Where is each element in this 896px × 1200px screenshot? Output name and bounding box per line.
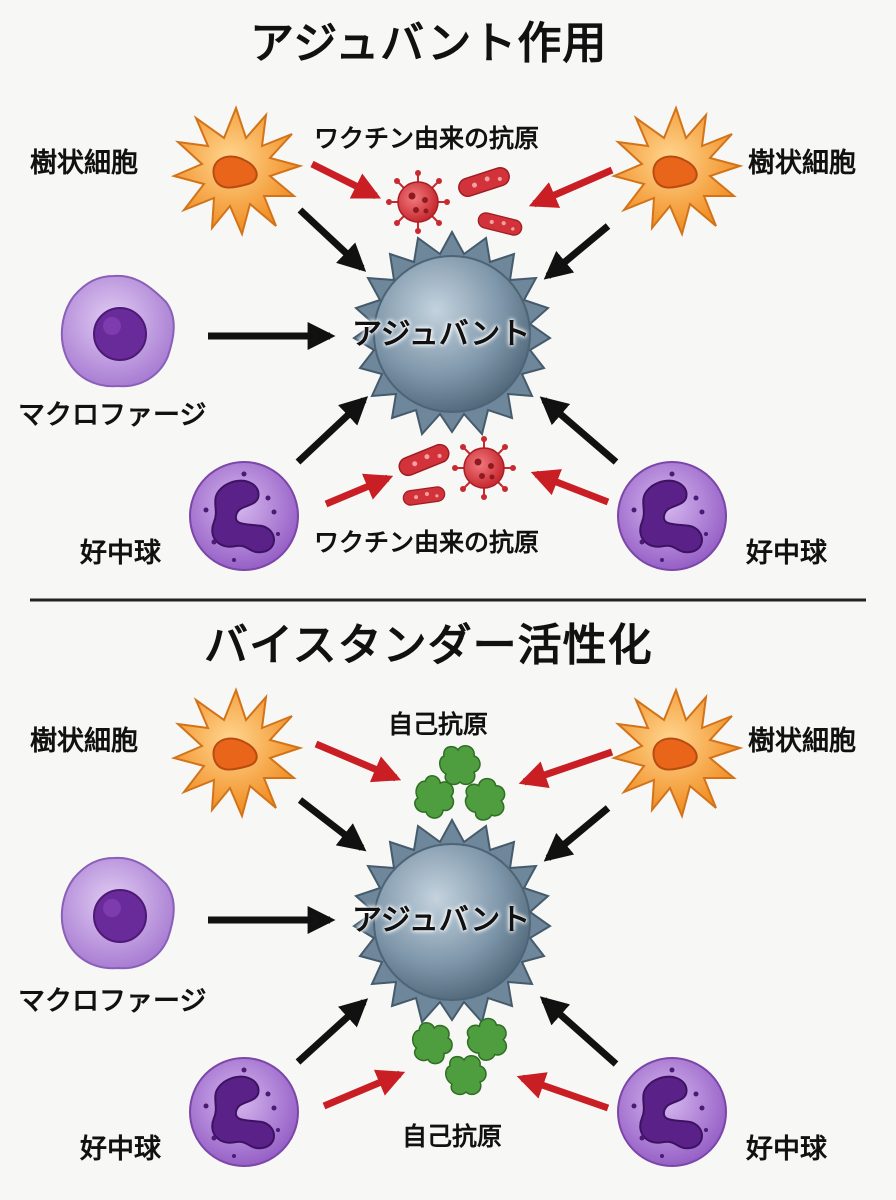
neutrophil-right [617,1057,727,1167]
label-neutrophil-left: 好中球 [80,538,161,569]
macrophage [60,856,175,970]
dendritic-cell-left [173,107,301,235]
label-adjuvant: アジュバント [352,317,531,352]
self-antigen [444,1054,487,1096]
label-dendritic-cell-right: 樹状細胞 [748,726,856,757]
label-macrophage: マクロファージ [18,986,207,1017]
arrow-red-neutrophil-right [530,469,610,506]
arrow-dc-left-to-adjuvant [297,207,367,272]
arrow-neutrophil-right-to-adjuvant [539,996,619,1067]
label-adjuvant: アジュバント [352,903,531,938]
arrow-dc-right-to-adjuvant [543,223,611,280]
section-title-adjuvant-effect: アジュバント作用 [250,18,608,69]
label-neutrophil-left: 好中球 [80,1134,161,1165]
top-section-graphics [60,107,741,571]
dendritic-cell-right [613,107,741,235]
arrow-red-neutrophil-left [324,473,394,508]
arrow-red-dc-right [518,748,614,789]
label-macrophage: マクロファージ [18,400,207,431]
neutrophil-right [617,461,727,571]
arrow-red-dc-left [314,740,402,783]
vaccine-antigen-rod [476,210,524,238]
vaccine-antigen-rod [395,441,453,479]
label-neutrophil-right: 好中球 [746,538,827,569]
arrow-red-dc-left [310,160,382,200]
label-self-antigen-bottom: 自己抗原 [402,1122,503,1151]
label-dendritic-cell-right: 樹状細胞 [748,148,856,179]
arrow-neutrophil-left-to-adjuvant [295,998,369,1065]
label-neutrophil-right: 好中球 [746,1134,827,1165]
arrow-red-dc-right [528,166,614,208]
vaccine-antigen-virus [385,169,451,235]
label-vaccine-antigen-top: ワクチン由来の抗原 [314,124,540,153]
neutrophil-left [189,461,299,571]
self-antigen [438,744,481,786]
label-vaccine-antigen-bottom: ワクチン由来の抗原 [314,528,540,557]
label-dendritic-cell-left: 樹状細胞 [30,726,138,757]
neutrophil-left [189,1057,299,1167]
label-self-antigen-top: 自己抗原 [388,710,489,739]
self-antigen [406,1018,458,1068]
bottom-section-graphics [60,689,741,1167]
arrow-red-neutrophil-left [322,1069,406,1110]
vaccine-antigen-rod [401,485,447,507]
vaccine-antigen-rod [455,164,513,200]
vaccine-antigen-virus [451,435,517,501]
arrow-neutrophil-right-to-adjuvant [539,396,619,465]
dendritic-cell-left [173,689,301,817]
macrophage [60,274,175,388]
arrow-dc-right-to-adjuvant [543,805,611,862]
arrow-neutrophil-left-to-adjuvant [295,396,369,465]
arrow-red-neutrophil-right [516,1072,610,1112]
arrow-dc-left-to-adjuvant [297,797,367,852]
label-dendritic-cell-left: 樹状細胞 [30,148,138,179]
section-title-bystander-activation: バイスタンダー活性化 [204,620,653,671]
dendritic-cell-right [613,689,741,817]
